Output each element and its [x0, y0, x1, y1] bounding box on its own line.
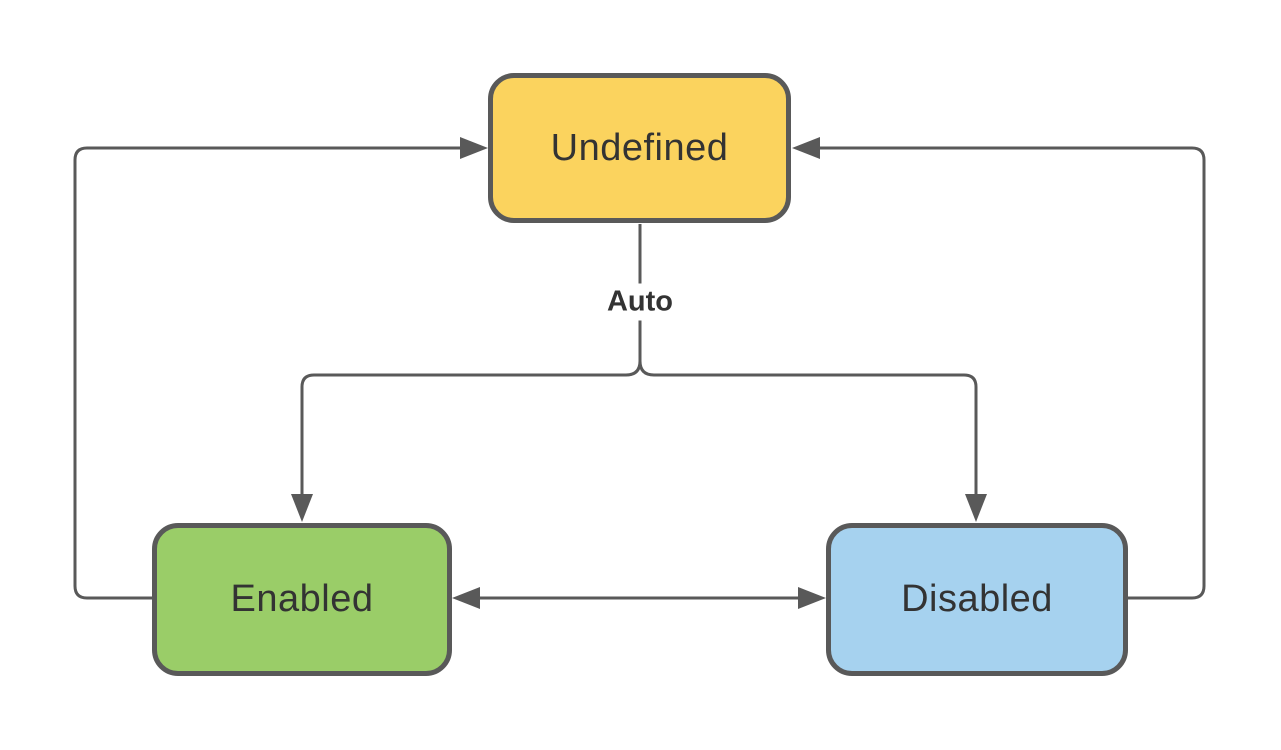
arrowhead-into-enabled-right — [452, 587, 480, 609]
arrowhead-into-disabled-top — [965, 494, 987, 522]
edge-auto-right-arm — [638, 360, 978, 496]
edge-disabled-to-undefined — [792, 137, 1206, 600]
edge-enabled-to-undefined-line — [73, 146, 461, 600]
state-node-enabled-label: Enabled — [230, 578, 374, 620]
edge-undefined-to-disabled — [638, 360, 987, 522]
arrowhead-into-enabled-top — [291, 494, 313, 522]
state-node-enabled: Enabled — [152, 523, 452, 676]
state-node-undefined: Undefined — [488, 73, 791, 223]
state-node-disabled: Disabled — [826, 523, 1128, 676]
edge-undefined-to-enabled — [291, 224, 642, 522]
state-node-undefined-label: Undefined — [550, 126, 729, 169]
arrowhead-into-disabled-left — [798, 587, 826, 609]
arrowhead-into-undefined-right — [792, 137, 820, 159]
edge-enabled-to-undefined — [73, 137, 488, 600]
edge-auto-trunk-left-arm — [300, 224, 642, 496]
edge-disabled-to-undefined-line — [819, 146, 1206, 600]
edge-label-auto: Auto — [598, 283, 682, 321]
state-node-disabled-label: Disabled — [901, 578, 1053, 620]
arrowhead-into-undefined-left — [460, 137, 488, 159]
edge-enabled-disabled-bidirectional — [452, 587, 826, 609]
